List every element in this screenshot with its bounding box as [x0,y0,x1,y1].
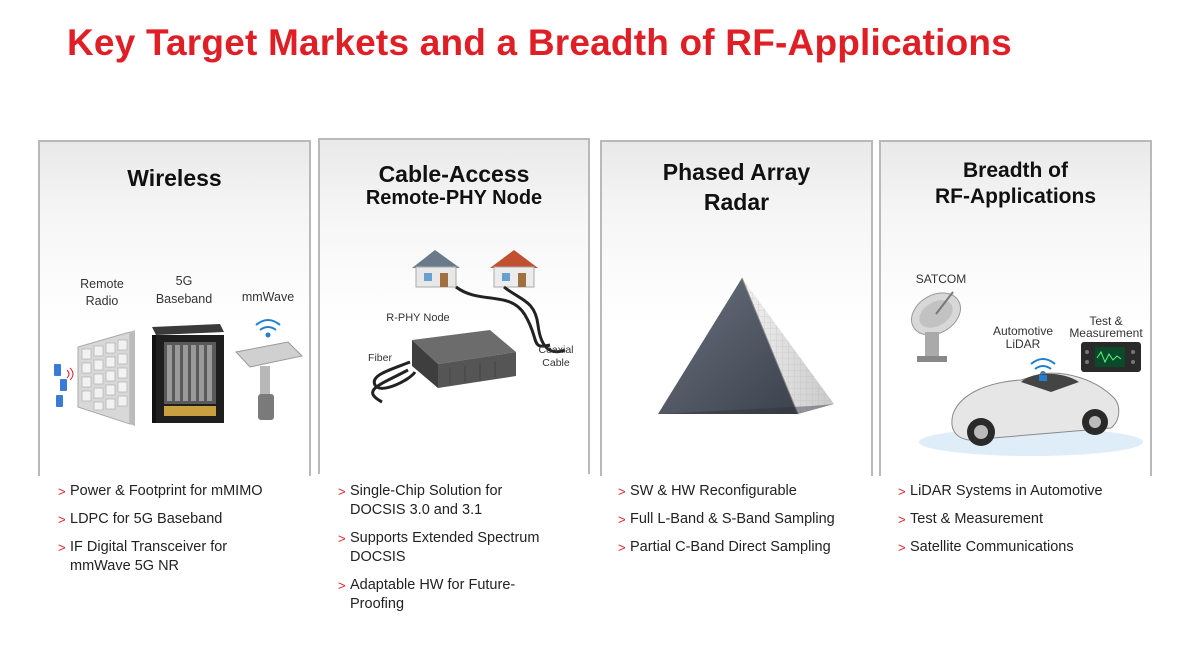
bullet-marker: > [618,484,626,499]
bullet-list-wireless: > Power & Footprint for mMIMO > LDPC for 5… [58,482,308,585]
label-satcom: SATCOM [916,272,966,286]
pyramid-radar-icon [658,277,834,415]
label-automotive: Automotive [993,324,1053,338]
heading-line: Breadth of [963,159,1068,182]
label-rphy-node: R-PHY Node [386,312,449,324]
heading-line: Wireless [127,165,222,191]
list-item: > Supports Extended Spectrum DOCSIS [338,529,578,567]
label-remote-radio-1: Remote [80,277,124,291]
bullet-marker: > [58,540,66,555]
bullet-text: Supports Extended Spectrum DOCSIS [350,530,540,565]
bullet-text: Single-Chip Solution for DOCSIS 3.0 and … [350,483,503,518]
panel-heading: Breadth of RF-Applications [881,158,1150,210]
label-coaxial: Coaxial [538,344,573,356]
heading-line: Cable-Access [378,161,530,187]
bullet-marker: > [58,512,66,527]
label-fiber: Fiber [368,352,392,364]
panel-heading: Wireless [40,165,309,191]
label-baseband: Baseband [156,292,212,306]
label-mmwave: mmWave [242,290,294,304]
heading-line: Remote-PHY Node [365,187,543,210]
panel-phased-array-radar: Phased Array Radar [600,140,873,476]
label-cable: Cable [542,357,570,369]
house-icon [490,250,538,288]
bullet-text: Power & Footprint for mMIMO [70,483,263,499]
smartphone-icon [54,364,74,407]
heading-line: Radar [703,189,770,215]
bullet-text: LiDAR Systems in Automotive [910,483,1103,499]
list-item: > Partial C-Band Direct Sampling [618,538,868,557]
bullet-text: Full L-Band & S-Band Sampling [630,511,835,527]
label-remote-radio-2: Radio [86,294,119,308]
bullet-marker: > [58,484,66,499]
label-test: Test & [1089,314,1122,328]
bullet-list-cable: > Single-Chip Solution for DOCSIS 3.0 and… [338,482,578,623]
mmwave-radio-icon [235,319,304,420]
label-lidar: LiDAR [1006,337,1041,351]
bullet-marker: > [618,512,626,527]
list-item: > IF Digital Transceiver for mmWave 5G NR [58,538,308,576]
bullet-marker: > [898,540,906,555]
list-item: > Adaptable HW for Future-Proofing [338,576,578,614]
cable-icon [371,285,566,404]
bullet-text: LDPC for 5G Baseband [70,511,223,527]
panel-wireless: Wireless Remote Radio 5G Baseband mmWave [38,140,311,476]
bullet-text: SW & HW Reconfigurable [630,483,797,499]
bullet-list-radar: > SW & HW Reconfigurable > Full L-Band & S… [618,482,868,566]
page-title: Key Target Markets and a Breadth of RF-A… [67,22,1012,63]
list-item: > LiDAR Systems in Automotive [898,482,1148,501]
panel-cable-access: Cable-Access Remote-PHY Node [318,138,590,474]
bullet-marker: > [618,540,626,555]
list-item: > Test & Measurement [898,510,1148,529]
heading-line: Phased Array [662,159,811,185]
label-measurement: Measurement [1069,326,1143,340]
list-item: > Satellite Communications [898,538,1148,557]
list-item: > Full L-Band & S-Band Sampling [618,510,868,529]
list-item: > LDPC for 5G Baseband [58,510,308,529]
panel-heading: Cable-Access Remote-PHY Node [320,161,588,210]
bullet-text: IF Digital Transceiver for mmWave 5G NR [70,539,228,574]
oscilloscope-icon [1081,342,1141,372]
bullet-marker: > [338,531,346,546]
bullet-marker: > [338,578,346,593]
bullet-list-rf: > LiDAR Systems in Automotive > Test & Mea… [898,482,1148,566]
rphy-node-icon [412,330,516,388]
list-item: > Power & Footprint for mMIMO [58,482,308,501]
baseband-rack-icon [152,324,224,423]
satellite-dish-icon [911,291,961,362]
bullet-text: Satellite Communications [910,539,1074,555]
bullet-marker: > [898,484,906,499]
list-item: > Single-Chip Solution for DOCSIS 3.0 and… [338,482,578,520]
sports-car-icon [919,372,1143,456]
heading-line: RF-Applications [935,185,1096,208]
bullet-marker: > [338,484,346,499]
list-item: > SW & HW Reconfigurable [618,482,868,501]
panel-heading: Phased Array Radar [602,157,871,217]
label-5g: 5G [176,274,193,288]
antenna-panel-icon [77,330,135,426]
bullet-text: Partial C-Band Direct Sampling [630,539,831,555]
bullet-marker: > [898,512,906,527]
panel-rf-applications: Breadth of RF-Applications SATCOM Automo… [879,140,1152,476]
bullet-text: Test & Measurement [910,511,1043,527]
house-icon [412,250,460,288]
bullet-text: Adaptable HW for Future-Proofing [350,577,516,612]
